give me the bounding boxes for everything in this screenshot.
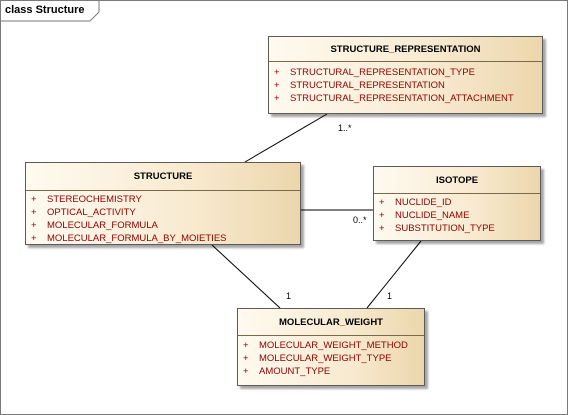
attribute-name: MOLECULAR_FORMULA_BY_MOIETIES bbox=[47, 233, 227, 244]
attribute: + NUCLIDE_ID bbox=[374, 196, 540, 209]
assoc-structure-representation bbox=[244, 113, 328, 163]
visibility-marker: + bbox=[31, 207, 37, 218]
attribute: + MOLECULAR_FORMULA_BY_MOIETIES bbox=[26, 232, 300, 245]
visibility-marker: + bbox=[31, 220, 37, 231]
class-name: ISOTOPE bbox=[374, 167, 540, 194]
visibility-marker: + bbox=[274, 80, 280, 91]
attribute: + MOLECULAR_FORMULA bbox=[26, 219, 300, 232]
attribute: + MOLECULAR_WEIGHT_TYPE bbox=[238, 352, 424, 365]
attribute-list: + STEREOCHEMISTRY + OPTICAL_ACTIVITY + MOLE… bbox=[26, 191, 300, 245]
attribute-name: MOLECULAR_FORMULA bbox=[47, 220, 158, 231]
assoc-isotope-molecular-weight bbox=[366, 240, 422, 309]
attribute-name: MOLECULAR_WEIGHT_TYPE bbox=[259, 353, 392, 364]
multiplicity-structure-weight: 1 bbox=[286, 291, 292, 301]
visibility-marker: + bbox=[379, 197, 385, 208]
visibility-marker: + bbox=[274, 93, 280, 104]
attribute-name: MOLECULAR_WEIGHT_METHOD bbox=[259, 340, 408, 351]
attribute-list: + MOLECULAR_WEIGHT_METHOD + MOLECULAR_WEIG… bbox=[238, 336, 424, 378]
attribute-name: SUBSTITUTION_TYPE bbox=[395, 223, 495, 234]
class-structure-representation[interactable]: STRUCTURE_REPRESENTATION + STRUCTURAL_REP… bbox=[268, 36, 543, 114]
attribute: + STRUCTURAL_REPRESENTATION bbox=[269, 79, 542, 92]
attribute: + NUCLIDE_NAME bbox=[374, 209, 540, 222]
attribute-name: STRUCTURAL_REPRESENTATION bbox=[290, 80, 445, 91]
class-name: STRUCTURE bbox=[26, 163, 300, 191]
assoc-structure-molecular-weight bbox=[211, 244, 281, 309]
attribute-name: STRUCTURAL_REPRESENTATION_TYPE bbox=[290, 67, 475, 78]
visibility-marker: + bbox=[379, 223, 385, 234]
attribute: + STRUCTURAL_REPRESENTATION_ATTACHMENT bbox=[269, 92, 542, 105]
multiplicity-isotope: 0..* bbox=[353, 215, 367, 225]
multiplicity-representation: 1..* bbox=[338, 123, 352, 133]
attribute: + MOLECULAR_WEIGHT_METHOD bbox=[238, 339, 424, 352]
attribute: + AMOUNT_TYPE bbox=[238, 365, 424, 378]
attribute: + SUBSTITUTION_TYPE bbox=[374, 222, 540, 235]
visibility-marker: + bbox=[243, 353, 249, 364]
attribute-name: STRUCTURAL_REPRESENTATION_ATTACHMENT bbox=[290, 93, 514, 104]
frame-title: class Structure bbox=[5, 4, 85, 16]
attribute: + STRUCTURAL_REPRESENTATION_TYPE bbox=[269, 66, 542, 79]
attribute-list: + STRUCTURAL_REPRESENTATION_TYPE + STRUCTU… bbox=[269, 62, 542, 105]
visibility-marker: + bbox=[243, 366, 249, 377]
visibility-marker: + bbox=[379, 210, 385, 221]
attribute-name: AMOUNT_TYPE bbox=[259, 366, 331, 377]
visibility-marker: + bbox=[274, 67, 280, 78]
attribute-name: OPTICAL_ACTIVITY bbox=[47, 207, 136, 218]
class-isotope[interactable]: ISOTOPE + NUCLIDE_ID + NUCLIDE_NAME + SUBST… bbox=[373, 166, 541, 241]
visibility-marker: + bbox=[31, 233, 37, 244]
attribute: + STEREOCHEMISTRY bbox=[26, 193, 300, 206]
class-name: MOLECULAR_WEIGHT bbox=[238, 309, 424, 336]
multiplicity-isotope-weight: 1 bbox=[387, 291, 393, 301]
visibility-marker: + bbox=[31, 194, 37, 205]
class-name: STRUCTURE_REPRESENTATION bbox=[269, 37, 542, 62]
frame-tab-shape bbox=[0, 0, 100, 22]
class-molecular-weight[interactable]: MOLECULAR_WEIGHT + MOLECULAR_WEIGHT_METHO… bbox=[237, 308, 425, 386]
attribute-name: STEREOCHEMISTRY bbox=[47, 194, 142, 205]
attribute-list: + NUCLIDE_ID + NUCLIDE_NAME + SUBSTITUTION_… bbox=[374, 194, 540, 235]
visibility-marker: + bbox=[243, 340, 249, 351]
attribute: + OPTICAL_ACTIVITY bbox=[26, 206, 300, 219]
attribute-name: NUCLIDE_ID bbox=[395, 197, 452, 208]
attribute-name: NUCLIDE_NAME bbox=[395, 210, 470, 221]
class-structure[interactable]: STRUCTURE + STEREOCHEMISTRY + OPTICAL_ACTI… bbox=[25, 162, 301, 245]
